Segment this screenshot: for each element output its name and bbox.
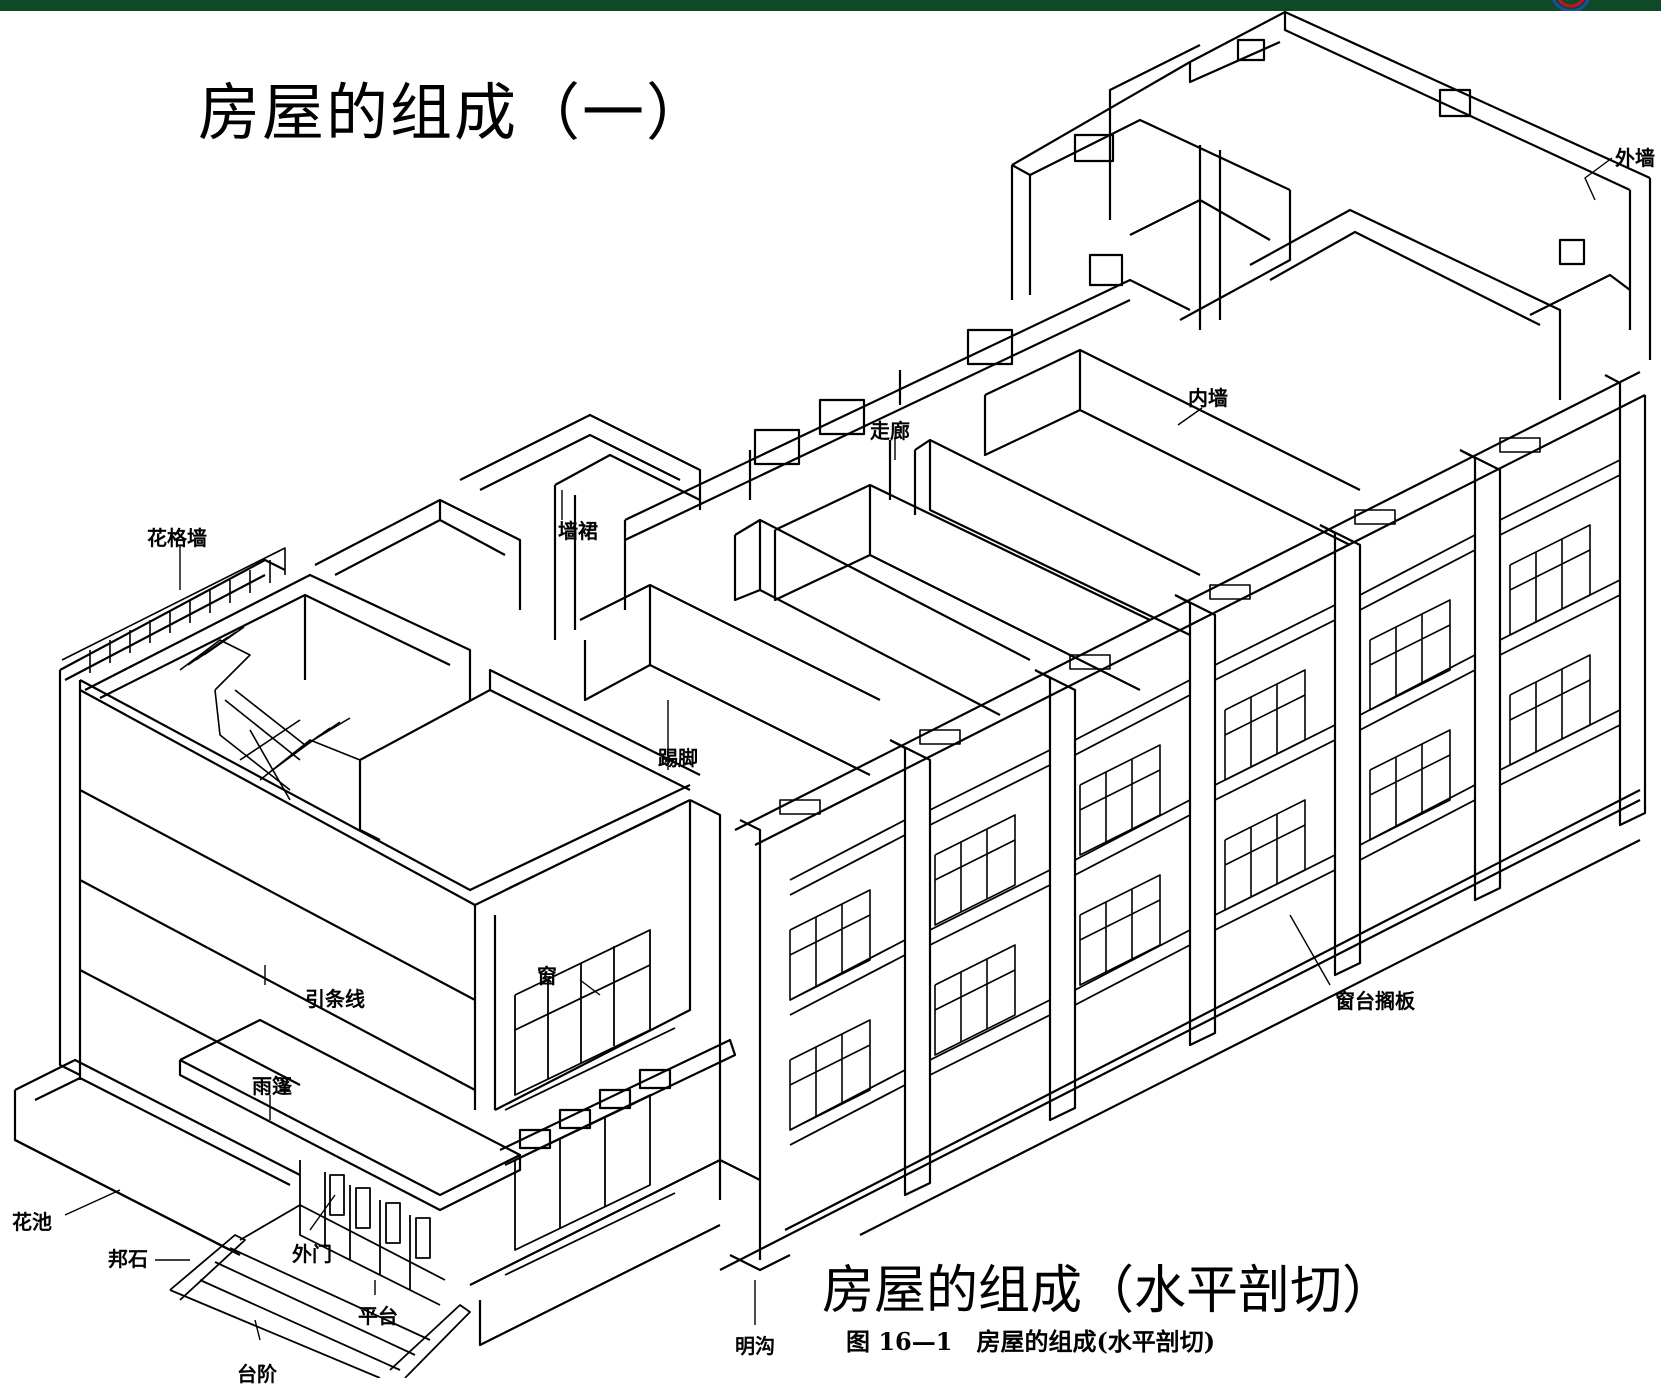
figure-caption: 图 16—1 房屋的组成(水平剖切) [846, 1327, 1216, 1356]
label-corridor: 走廊 [870, 419, 910, 443]
label-open-drain: 明沟 [735, 1334, 775, 1358]
slide-title: 房屋的组成（一） [198, 76, 711, 149]
entrance-steps [169, 1204, 471, 1378]
label-string-course: 引条线 [305, 987, 365, 1011]
label-steps: 台阶 [237, 1362, 277, 1386]
canopy [178, 1018, 737, 1212]
leader-lines [64, 157, 1613, 1341]
flower-bed [13, 1058, 301, 1256]
label-window: 窗 [537, 964, 557, 988]
label-window-sill-board: 窗台搁板 [1335, 989, 1415, 1013]
upper-wing [1010, 10, 1652, 400]
entrance-block [13, 547, 761, 1378]
label-exterior-door: 外门 [292, 1242, 332, 1266]
lattice-wall-pattern [61, 547, 286, 673]
label-interior-wall: 内墙 [1188, 386, 1228, 410]
staircase [179, 626, 361, 801]
label-canopy: 雨篷 [252, 1074, 292, 1098]
top-banner-bar [0, 0, 1661, 11]
entrance-windows [504, 807, 676, 1276]
parapet-windows [779, 437, 1541, 815]
upper-wing-parapet-windows [1073, 38, 1586, 287]
roof-partition-rooms [84, 348, 1361, 776]
diagram-subtitle: 房屋的组成（水平剖切） [822, 1261, 1395, 1321]
open-drain [729, 1254, 791, 1272]
exterior-doors [299, 1160, 441, 1306]
label-platform: 平台 [358, 1304, 398, 1328]
school-logo [1552, 0, 1661, 11]
main-facade [719, 371, 1647, 1272]
label-curb-stone: 邦石 [108, 1247, 148, 1271]
label-lattice-wall: 花格墙 [147, 526, 207, 550]
window-sill-boards [789, 459, 1621, 1146]
back-corridor-wall [554, 278, 1191, 610]
pilasters [739, 374, 1647, 1260]
label-exterior-wall: 外墙 [1615, 146, 1655, 170]
label-baseboard: 踢脚 [658, 746, 698, 770]
facade-windows [789, 524, 1591, 1131]
label-wall-skirting: 墙裙 [558, 519, 598, 543]
label-flower-bed: 花池 [12, 1210, 52, 1234]
